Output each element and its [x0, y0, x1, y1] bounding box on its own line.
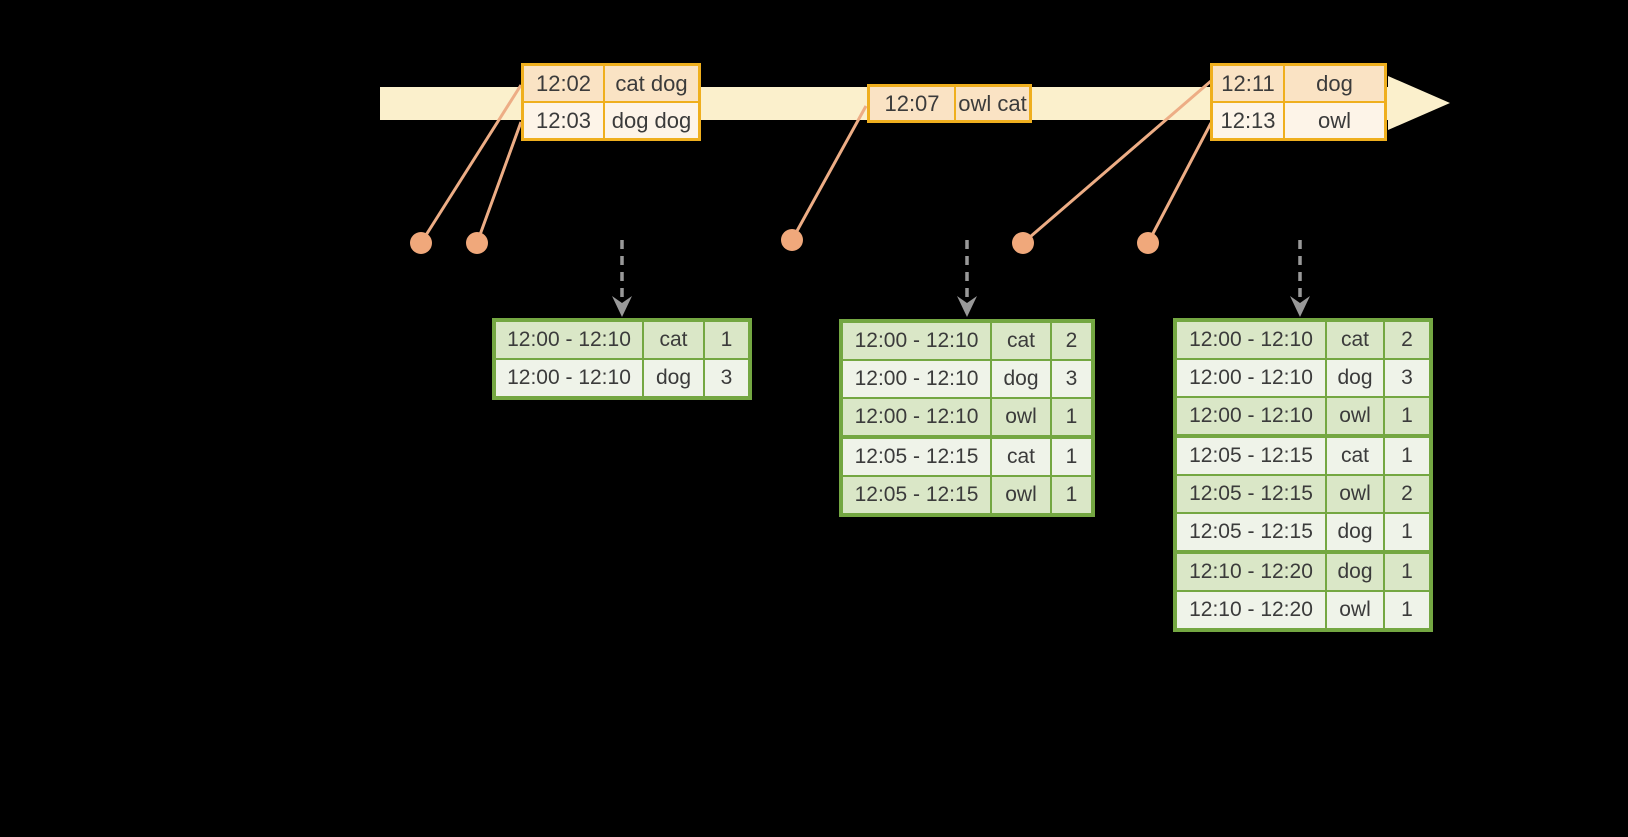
- window-cell: 12:05 - 12:15: [843, 477, 990, 513]
- time-cell: 12:11: [1213, 66, 1283, 101]
- word-cell: cat: [992, 323, 1050, 359]
- time-cell: 12:13: [1213, 103, 1283, 138]
- window-cell: 12:00 - 12:10: [496, 322, 642, 358]
- word-cell: dog: [1327, 514, 1383, 550]
- event-dot: [466, 232, 488, 254]
- time-cell: 12:07: [870, 87, 954, 120]
- window-cell: 12:00 - 12:10: [496, 360, 642, 396]
- count-cell: 3: [1052, 361, 1091, 397]
- trigger-arrowhead-icon: [957, 296, 977, 317]
- word-cell: owl: [992, 399, 1050, 435]
- event-connector-line: [790, 105, 868, 241]
- window-cell: 12:00 - 12:10: [843, 399, 990, 435]
- window-cell: 12:05 - 12:15: [1177, 514, 1325, 550]
- word-cell: dog: [1327, 554, 1383, 590]
- timeline-arrowhead-icon: [1388, 76, 1450, 130]
- event-connector-line: [1146, 122, 1213, 244]
- window-cell: 12:10 - 12:20: [1177, 554, 1325, 590]
- window-cell: 12:00 - 12:10: [1177, 398, 1325, 434]
- window-cell: 12:00 - 12:10: [1177, 322, 1325, 358]
- window-cell: 12:00 - 12:10: [843, 323, 990, 359]
- window-cell: 12:00 - 12:10: [1177, 360, 1325, 396]
- words-cell: dog dog: [605, 103, 698, 138]
- count-cell: 2: [1385, 476, 1429, 512]
- event-dot: [1137, 232, 1159, 254]
- word-cell: dog: [644, 360, 703, 396]
- word-cell: dog: [992, 361, 1050, 397]
- event-dot: [1012, 232, 1034, 254]
- event-connector-line: [475, 121, 523, 244]
- event-connector-line: [1022, 79, 1212, 245]
- count-cell: 1: [1052, 399, 1091, 435]
- trigger-arrowhead-icon: [612, 296, 632, 317]
- word-cell: dog: [1327, 360, 1383, 396]
- event-dot: [410, 232, 432, 254]
- window-cell: 12:05 - 12:15: [843, 439, 990, 475]
- trigger-arrowhead-icon: [1290, 296, 1310, 317]
- event-connector-line: [419, 84, 523, 244]
- count-cell: 1: [1385, 398, 1429, 434]
- word-cell: cat: [1327, 322, 1383, 358]
- count-cell: 1: [705, 322, 748, 358]
- trigger-arrow: [1290, 240, 1310, 317]
- count-cell: 1: [1052, 477, 1091, 513]
- window-cell: 12:05 - 12:15: [1177, 476, 1325, 512]
- count-cell: 1: [1385, 592, 1429, 628]
- words-cell: owl cat: [956, 87, 1029, 120]
- count-cell: 1: [1385, 514, 1429, 550]
- count-cell: 3: [1385, 360, 1429, 396]
- count-cell: 1: [1385, 438, 1429, 474]
- window-cell: 12:00 - 12:10: [843, 361, 990, 397]
- word-cell: cat: [992, 439, 1050, 475]
- count-cell: 2: [1052, 323, 1091, 359]
- words-cell: owl: [1285, 103, 1384, 138]
- count-cell: 1: [1052, 439, 1091, 475]
- words-cell: cat dog: [605, 66, 698, 101]
- count-cell: 2: [1385, 322, 1429, 358]
- count-cell: 3: [705, 360, 748, 396]
- window-cell: 12:10 - 12:20: [1177, 592, 1325, 628]
- time-cell: 12:03: [524, 103, 603, 138]
- word-cell: cat: [1327, 438, 1383, 474]
- word-cell: cat: [644, 322, 703, 358]
- word-cell: owl: [1327, 592, 1383, 628]
- trigger-arrow: [957, 240, 977, 317]
- time-cell: 12:02: [524, 66, 603, 101]
- word-cell: owl: [1327, 398, 1383, 434]
- word-cell: owl: [992, 477, 1050, 513]
- count-cell: 1: [1385, 554, 1429, 590]
- trigger-arrow: [612, 240, 632, 317]
- word-cell: owl: [1327, 476, 1383, 512]
- window-cell: 12:05 - 12:15: [1177, 438, 1325, 474]
- event-dot: [781, 229, 803, 251]
- words-cell: dog: [1285, 66, 1384, 101]
